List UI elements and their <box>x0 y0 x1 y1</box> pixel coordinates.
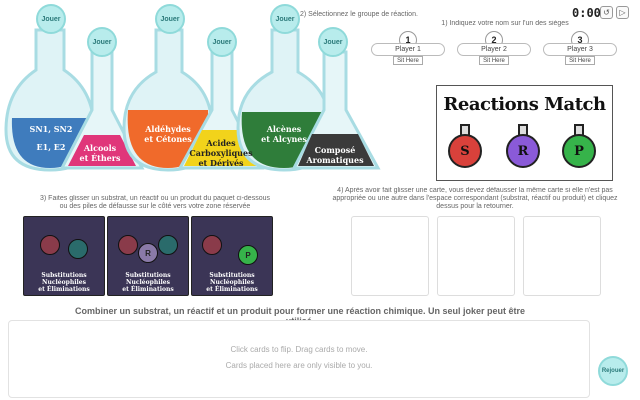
sit-here-button[interactable]: Sit Here <box>565 56 595 65</box>
substrate-discard-slot[interactable] <box>351 216 429 296</box>
step-2-text: 2) Sélectionnez le groupe de réaction. <box>300 11 418 18</box>
substrate-flask-icon: S <box>447 124 483 170</box>
product-dot-icon: P <box>238 245 258 265</box>
sit-here-button[interactable]: Sit Here <box>393 56 423 65</box>
card-pile-3[interactable]: P Substitutions Nucléophiles et Éliminat… <box>191 216 273 296</box>
reagent-flask-icon: R <box>505 124 541 170</box>
substrate-dot-icon <box>40 235 60 255</box>
undo-icon[interactable]: ↺ <box>600 6 613 19</box>
hand-hint-private: Cards placed here are only visible to yo… <box>225 361 373 370</box>
play-aromatiques-button[interactable]: Jouer <box>318 27 348 57</box>
player-seat-2: 2 Player 2 Sit Here <box>457 31 531 65</box>
play-acides-button[interactable]: Jouer <box>207 27 237 57</box>
reactions-match-card: Reactions Match S R P <box>436 85 613 181</box>
sit-here-button[interactable]: Sit Here <box>479 56 509 65</box>
card-pile-2[interactable]: R Substitutions Nucléophiles et Éliminat… <box>107 216 189 296</box>
product-discard-slot[interactable] <box>523 216 601 296</box>
replay-button[interactable]: Rejouer <box>598 356 628 386</box>
reactions-match-title: Reactions Match <box>443 94 606 115</box>
flask-aromatiques-label: Composé Aromatiques <box>306 145 364 165</box>
step-4-text: 4) Après avoir fait glisser une carte, v… <box>332 187 618 210</box>
step-3-text: 3) Faites glisser un substrat, un réacti… <box>40 195 270 210</box>
flask-sn-e-label: SN1, SN2 E1, E2 <box>29 124 73 152</box>
flask-alcools-label: Alcools et Éthers <box>79 143 121 163</box>
flask-acides-label: Acides Carboxyliques et Dérivés <box>189 138 253 168</box>
timer: 0:00 <box>572 6 601 20</box>
player-seat-1: 1 Player 1 Sit Here <box>371 31 445 65</box>
reagent-discard-slot[interactable] <box>437 216 515 296</box>
player-name: Player 2 <box>457 43 531 56</box>
flask-aldehydes-label: Aldéhydes et Cétones <box>144 124 192 144</box>
player-hand-area[interactable]: Click cards to flip. Drag cards to move.… <box>8 320 590 398</box>
reagent-dot-icon: R <box>138 243 158 263</box>
hand-hint-flip: Click cards to flip. Drag cards to move. <box>230 345 368 354</box>
flask-illustration <box>4 28 381 172</box>
play-sn-e-button[interactable]: Jouer <box>36 4 66 34</box>
product-dot-icon <box>68 239 88 259</box>
flask-aromatiques <box>291 50 381 170</box>
product-flask-icon: P <box>561 124 597 170</box>
play-aldehydes-button[interactable]: Jouer <box>155 4 185 34</box>
card-pile-1[interactable]: Substitutions Nucléophiles et Éliminatio… <box>23 216 105 296</box>
step-1-text: 1) Indiquez votre nom sur l'un des siège… <box>441 20 569 27</box>
product-dot-icon <box>158 235 178 255</box>
substrate-dot-icon <box>202 235 222 255</box>
player-name: Player 3 <box>543 43 617 56</box>
forward-icon[interactable]: ▷ <box>616 6 629 19</box>
play-alcools-button[interactable]: Jouer <box>87 27 117 57</box>
player-name: Player 1 <box>371 43 445 56</box>
substrate-dot-icon <box>118 235 138 255</box>
flask-alcenes-label: Alcènes et Alcynes <box>261 124 307 144</box>
player-seat-3: 3 Player 3 Sit Here <box>543 31 617 65</box>
play-alcenes-button[interactable]: Jouer <box>270 4 300 34</box>
